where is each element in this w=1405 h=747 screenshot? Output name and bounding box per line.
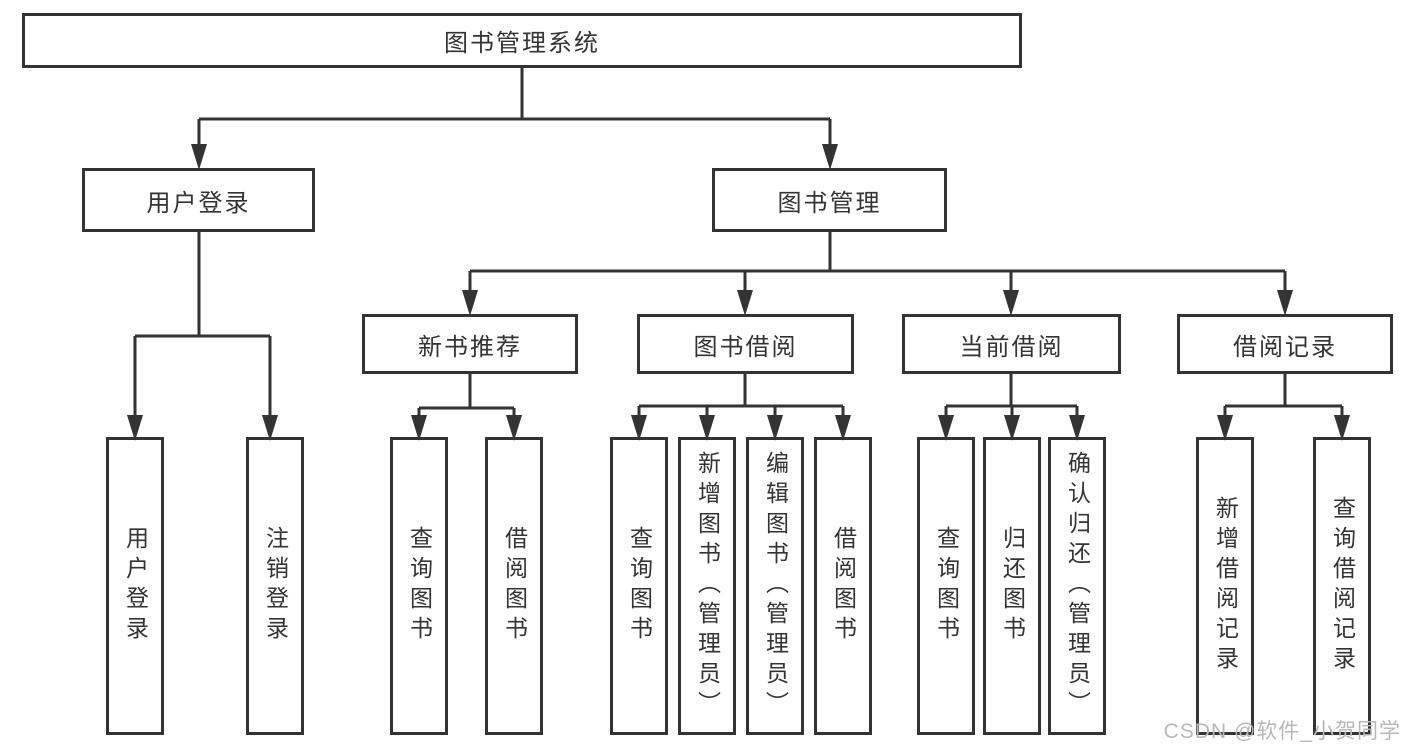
node-label: 图书管理系统 [444,30,600,57]
node-label: 图书管理 [777,189,882,217]
leaf-records-query-record: 查询借阅记录 [1313,437,1371,735]
csdn-watermark: CSDN @软件_小贺同学 [1163,720,1401,743]
node-label: 确认归还（管理员） [1064,451,1091,721]
node-root: 图书管理系统 [22,13,1022,68]
leaf-current-query-books: 查询图书 [917,437,975,735]
node-book-borrow: 图书借阅 [637,314,854,374]
arrow-down-icon [191,144,207,170]
node-label: 用户登录 [122,526,149,646]
node-label: 查询借阅记录 [1329,496,1356,676]
arrow-down-icon [1277,290,1293,316]
arrow-down-icon [737,290,753,316]
leaf-current-return-books: 归还图书 [983,437,1041,735]
leaf-borrow-borrow-books: 借阅图书 [814,437,872,735]
node-label: 借阅记录 [1233,333,1337,361]
node-label: 注销登录 [262,526,289,646]
node-label: 借阅图书 [501,526,528,646]
node-label: 查询图书 [406,526,433,646]
node-label: 新书推荐 [418,333,522,361]
leaf-borrow-add-books-admin: 新增图书（管理员） [678,437,736,735]
node-new-book-recommend: 新书推荐 [362,314,578,374]
node-book-management: 图书管理 [712,168,947,232]
leaf-records-add-record: 新增借阅记录 [1196,437,1254,735]
node-borrow-records: 借阅记录 [1177,314,1393,374]
leaf-current-confirm-return-admin: 确认归还（管理员） [1048,437,1106,735]
node-label: 归还图书 [999,526,1026,646]
leaf-borrow-query-books: 查询图书 [610,437,668,735]
node-current-borrow: 当前借阅 [902,314,1121,374]
arrow-down-icon [822,144,838,170]
node-user-login: 用户登录 [82,168,315,232]
node-label: 编辑图书（管理员） [762,451,789,721]
node-label: 用户登录 [146,189,251,217]
node-label: 借阅图书 [830,526,857,646]
connector-paths [133,68,1344,428]
node-label: 查询图书 [933,526,960,646]
node-label: 查询图书 [626,526,653,646]
leaf-user-login: 用户登录 [106,437,164,735]
leaf-logout: 注销登录 [246,437,304,735]
arrow-down-icon [462,290,478,316]
arrow-down-icon [1003,290,1019,316]
leaf-borrow-edit-books-admin: 编辑图书（管理员） [746,437,804,735]
node-label: 图书借阅 [693,333,798,361]
node-label: 新增图书（管理员） [694,451,721,721]
leaf-recommend-query-books: 查询图书 [390,437,448,735]
node-label: 当前借阅 [959,333,1064,361]
leaf-recommend-borrow-books: 借阅图书 [485,437,543,735]
node-label: 新增借阅记录 [1212,496,1239,676]
